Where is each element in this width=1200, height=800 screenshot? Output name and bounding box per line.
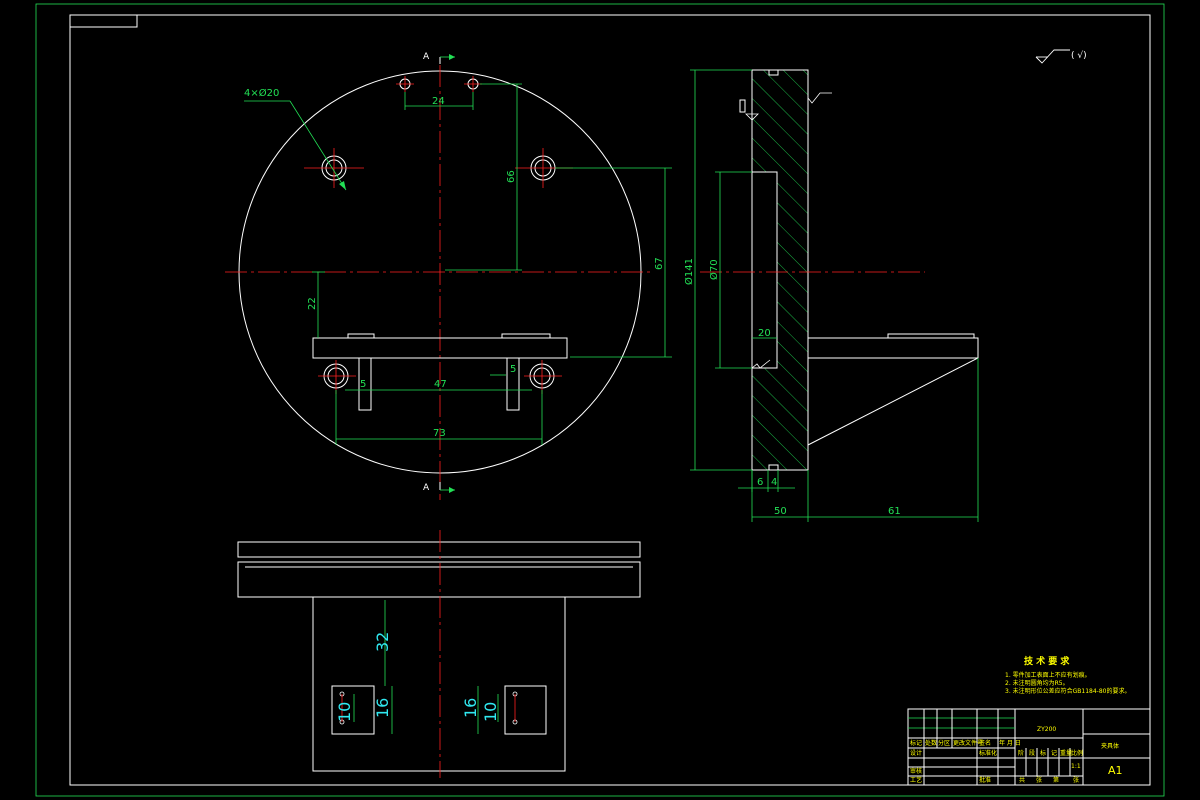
dim-holes-leader: 4×Ø20 bbox=[244, 87, 347, 191]
tb-row-label-2: 分区 bbox=[938, 739, 950, 747]
dim-text-61: 61 bbox=[888, 506, 901, 517]
tb-sheet-1: 张 bbox=[1036, 776, 1042, 784]
tech-req-item-3: 3. 未注明形位公差应符合GB1184-80的要求。 bbox=[1005, 687, 1130, 695]
dim-text-holes: 4×Ø20 bbox=[244, 87, 279, 99]
tb-scale: 1:1 bbox=[1071, 763, 1081, 770]
clamp-bar bbox=[312, 333, 568, 411]
tb-sheet-2: 第 bbox=[1053, 776, 1059, 784]
bottom-plate-top bbox=[237, 541, 641, 558]
large-hole-upper-left bbox=[304, 148, 364, 188]
dim-70: Ø70 bbox=[708, 171, 752, 369]
main-view: A A 24 bbox=[225, 52, 672, 500]
dim-text-10-left: 10 bbox=[335, 702, 354, 722]
tb-role-design: 设计 bbox=[910, 749, 922, 757]
support-bracket bbox=[807, 333, 979, 446]
dim-141: Ø141 bbox=[683, 69, 752, 471]
right-pocket: 16 10 bbox=[461, 685, 547, 735]
technical-requirements: 技 术 要 求 1. 零件加工表面上不应有划痕。 2. 未注明圆角均为R5。 3… bbox=[1005, 655, 1130, 695]
dim-text-16-left: 16 bbox=[373, 698, 392, 718]
dim-text-32: 32 bbox=[373, 632, 392, 652]
dim-text-4: 4 bbox=[771, 477, 777, 488]
dim-67: 67 bbox=[555, 167, 672, 358]
section-mark-bottom: A bbox=[423, 482, 455, 493]
tb-col-2: 标 bbox=[1040, 749, 1046, 757]
side-section-view: Ø141 Ø70 20 6 4 50 bbox=[683, 49, 1087, 522]
dim-text-70: Ø70 bbox=[708, 259, 720, 280]
tb-row-label-1: 处数 bbox=[925, 739, 937, 747]
dim-text-22: 22 bbox=[307, 297, 318, 310]
tb-col-0: 阶 bbox=[1018, 749, 1024, 757]
dim-text-10-right: 10 bbox=[481, 702, 500, 722]
tb-role-process: 工艺 bbox=[910, 776, 922, 784]
tb-col-4: 重量 bbox=[1060, 749, 1072, 757]
dim-text-47: 47 bbox=[434, 379, 447, 390]
tb-col-1: 段 bbox=[1029, 749, 1035, 757]
tb-row-label-0: 标记 bbox=[910, 739, 922, 747]
tb-role-review: 审核 bbox=[910, 767, 922, 775]
dim-text-6: 6 bbox=[757, 477, 763, 488]
title-block-part-name: 夹具体 bbox=[1101, 742, 1119, 750]
tb-row-label-3: 更改文件号 bbox=[953, 739, 983, 747]
large-hole-lower-right bbox=[524, 360, 562, 394]
tb-std: 标准化 bbox=[979, 749, 997, 757]
bottom-view: 32 10 16 16 10 bbox=[237, 530, 641, 778]
dim-text-24: 24 bbox=[432, 96, 445, 107]
dim-text-16-right: 16 bbox=[461, 698, 480, 718]
section-bore bbox=[751, 171, 778, 369]
tb-col-3: 记 bbox=[1051, 750, 1057, 757]
title-block-drawing-no: ZY200 bbox=[1037, 726, 1056, 733]
dim-22: 22 bbox=[307, 271, 325, 338]
dim-text-20: 20 bbox=[758, 328, 771, 339]
dim-text-67: 67 bbox=[654, 257, 665, 270]
section-hatch bbox=[752, 70, 808, 470]
tb-col-5: 比例 bbox=[1071, 749, 1083, 757]
title-block: ZY200 夹具体 A1 标记 处数 分区 更改文件号 签名 年 月 日 设计 … bbox=[907, 708, 1151, 786]
tb-row-label-5: 年 月 日 bbox=[999, 739, 1021, 747]
tech-req-item-2: 2. 未注明圆角均为R5。 bbox=[1005, 679, 1069, 687]
dim-50-61: 50 61 bbox=[751, 358, 979, 522]
dim-text-73: 73 bbox=[433, 428, 446, 439]
dim-text-5-right: 5 bbox=[510, 364, 516, 375]
tech-req-item-1: 1. 零件加工表面上不应有划痕。 bbox=[1005, 671, 1091, 679]
general-roughness-text: ( √) bbox=[1071, 50, 1087, 61]
tb-sheet-3: 张 bbox=[1073, 776, 1079, 784]
dim-73: 73 bbox=[335, 390, 543, 445]
dim-6-4: 6 4 bbox=[738, 470, 795, 492]
corner-tag-box bbox=[69, 14, 138, 28]
large-hole-lower-left bbox=[318, 360, 356, 394]
tech-req-title: 技 术 要 求 bbox=[1024, 655, 1070, 667]
sheet-inner-border bbox=[69, 14, 1151, 786]
dim-32: 32 bbox=[373, 600, 392, 686]
dim-47: 47 5 5 bbox=[345, 364, 532, 391]
section-mark-top: A bbox=[423, 52, 455, 64]
dim-text-141: Ø141 bbox=[683, 258, 695, 285]
dim-text-50: 50 bbox=[774, 506, 787, 517]
left-pocket: 10 16 bbox=[331, 685, 393, 735]
section-label-bottom: A bbox=[423, 483, 430, 493]
tb-row-label-4: 签名 bbox=[979, 739, 991, 747]
tb-sheet-0: 共 bbox=[1019, 776, 1025, 784]
dim-66: 66 bbox=[445, 83, 522, 271]
title-block-sheet-size: A1 bbox=[1108, 764, 1123, 777]
dim-text-66: 66 bbox=[506, 170, 517, 183]
dim-text-5-left: 5 bbox=[360, 379, 366, 390]
roughness-mark-side bbox=[739, 92, 832, 369]
dim-20: 20 bbox=[752, 328, 777, 339]
section-label-top: A bbox=[423, 52, 430, 62]
dim-24: 24 bbox=[404, 92, 474, 110]
sheet-outer-border bbox=[35, 3, 1165, 797]
general-roughness-symbol: ( √) bbox=[1035, 49, 1087, 64]
tb-approve: 批准 bbox=[979, 776, 991, 784]
bottom-body bbox=[312, 596, 566, 772]
small-holes-top bbox=[396, 76, 482, 92]
